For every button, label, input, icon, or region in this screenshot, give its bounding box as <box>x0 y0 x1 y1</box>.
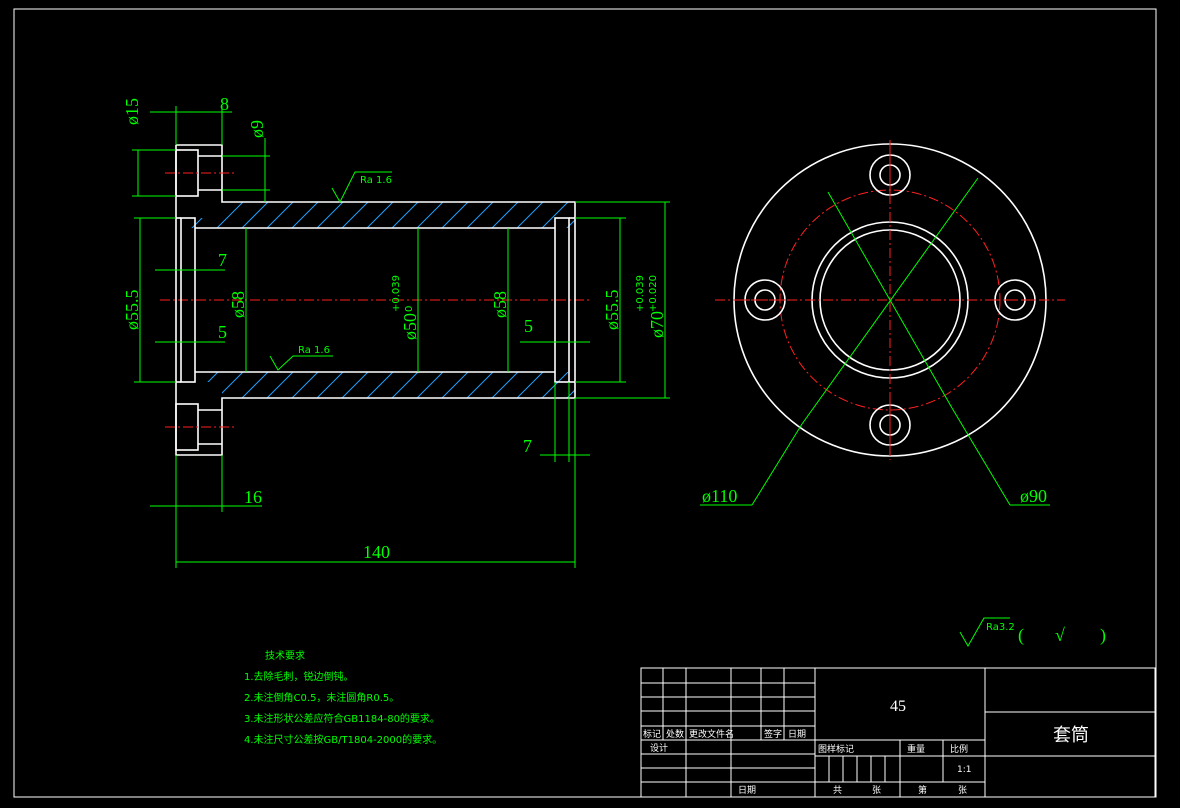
tech-title: 技术要求 <box>265 649 305 662</box>
dim-l7-right: 7 <box>523 436 532 456</box>
surface-paren-open: ( <box>1018 625 1024 646</box>
dim-d50-tol-low: 0 <box>404 306 415 312</box>
material-label: 45 <box>890 698 906 715</box>
header-mark: 标记 <box>643 728 661 740</box>
dim-l5-right: 5 <box>524 316 533 336</box>
ra-bottom-label: Ra 1.6 <box>298 345 330 356</box>
dim-d110: ø110 <box>702 486 737 506</box>
dim-d9: ø9 <box>247 120 267 138</box>
tech-item-2: 2.未注倒角C0.5，未注圆角R0.5。 <box>244 691 399 704</box>
dim-d70-main: ø70 <box>647 311 667 338</box>
end-view: ø110 ø90 <box>700 140 1065 506</box>
part-name: 套筒 <box>1053 725 1089 746</box>
title-block: 45 套筒 1:1 标记 处数 更改文件名 签字 日期 设计 图样标记 重量 比… <box>640 667 1156 798</box>
ra-top-label: Ra 1.6 <box>360 175 392 186</box>
scale-label: 比例 <box>950 743 968 755</box>
dim-d55-left: ø55.5 <box>122 290 142 331</box>
tech-item-4: 4.未注尺寸公差按GB/T1804-2000的要求。 <box>244 733 442 746</box>
dim-d50-tol-up: +0.039 <box>391 275 402 312</box>
dim-l8: 8 <box>220 94 229 114</box>
dim-l5-left: 5 <box>218 322 227 342</box>
surface-ra: Ra3.2 <box>986 622 1015 633</box>
scale-value: 1:1 <box>957 765 971 775</box>
dim-d50-main: ø50 <box>400 313 420 340</box>
dim-d90: ø90 <box>1020 486 1047 506</box>
tech-item-1: 1.去除毛刺，锐边倒钝。 <box>244 670 354 683</box>
dim-l140: 140 <box>363 542 390 562</box>
design-label: 设计 <box>650 742 668 754</box>
surface-check: √ <box>1055 625 1065 645</box>
weight-label: 重量 <box>907 743 925 755</box>
tech-item-3: 3.未注形状公差应符合GB1184-80的要求。 <box>244 712 440 725</box>
section-dimension-lines <box>132 106 670 568</box>
dim-l7-left: 7 <box>218 250 227 270</box>
section-outline <box>165 144 576 456</box>
date-label: 日期 <box>738 785 756 796</box>
dim-d55-right: ø55.5 <box>602 290 622 331</box>
header-count: 处数 <box>666 728 684 740</box>
header-date: 日期 <box>788 729 806 740</box>
stage-mark-label: 图样标记 <box>818 743 854 755</box>
surface-finish-general: Ra3.2 ( √ ) <box>959 617 1106 648</box>
sheet-total-label: 共 <box>833 785 842 796</box>
sheet-no-unit: 张 <box>958 785 967 796</box>
header-file: 更改文件名 <box>689 728 734 740</box>
technical-requirements: 技术要求 1.去除毛刺，锐边倒钝。 2.未注倒角C0.5，未注圆角R0.5。 3… <box>244 649 442 746</box>
section-view: ø15 8 ø9 Ra 1.6 Ra 1.6 ø55.5 7 5 ø58 ø50… <box>122 94 670 568</box>
sheet-no-label: 第 <box>918 784 927 796</box>
surface-paren-close: ) <box>1100 625 1106 646</box>
dim-l16: 16 <box>244 487 262 507</box>
header-sign: 签字 <box>764 728 782 740</box>
dim-d70-tol-up: +0.039 <box>635 275 646 312</box>
dim-d15: ø15 <box>122 98 142 125</box>
sheet-total-unit: 张 <box>872 785 881 796</box>
dim-d70-tol-low: +0.020 <box>648 275 659 312</box>
dim-d58-left: ø58 <box>228 291 248 318</box>
drawing-border <box>13 8 1157 798</box>
dim-d58-right: ø58 <box>490 291 510 318</box>
